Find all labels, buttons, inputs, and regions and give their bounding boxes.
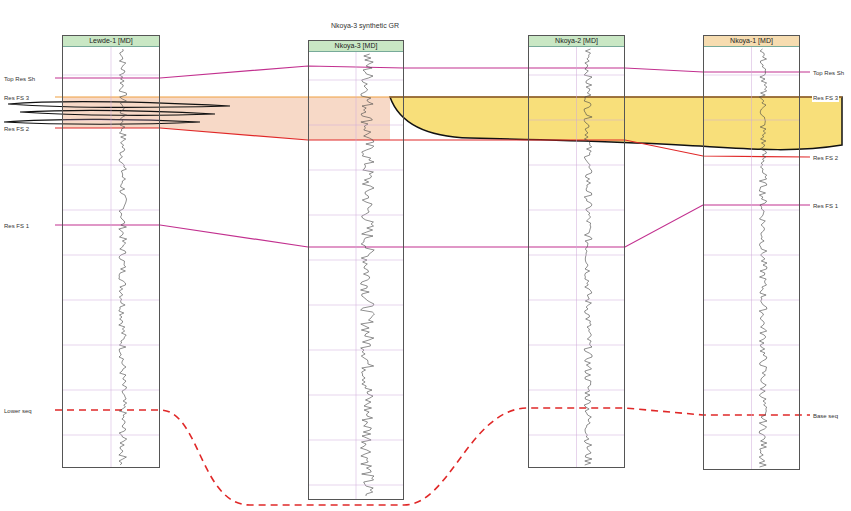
horizon-label: Base seq xyxy=(812,412,839,420)
horizon-label: Lower seq xyxy=(3,407,33,415)
horizon-label: Res FS 1 xyxy=(3,222,30,230)
horizon-label: Res FS 1 xyxy=(812,202,839,210)
sand-lenses xyxy=(4,102,230,124)
well-track: Lewde-1 [MD] xyxy=(62,35,160,468)
well-track: Nkoya-3 [MD] xyxy=(308,40,404,500)
well-track: Nkoya-2 [MD] xyxy=(528,35,625,468)
horizon-label: Res FS 3 xyxy=(3,94,30,102)
horizon-label: Res FS 3 xyxy=(812,94,839,102)
horizon-label: Top Res Sh xyxy=(3,75,36,83)
well-track: Nkoya-1 [MD] xyxy=(703,35,800,470)
well-header: Nkoya-2 [MD] xyxy=(529,36,624,47)
well-header: Nkoya-1 [MD] xyxy=(704,36,799,47)
well-header: Lewde-1 [MD] xyxy=(63,36,159,47)
log-caption: Nkoya-3 synthetic GR xyxy=(330,22,400,30)
sand-body xyxy=(390,97,842,150)
horizon-label: Top Res Sh xyxy=(812,69,845,77)
horizon-label: Res FS 2 xyxy=(3,125,30,133)
well-header: Nkoya-3 [MD] xyxy=(309,41,403,52)
horizon-label: Res FS 2 xyxy=(812,154,839,162)
